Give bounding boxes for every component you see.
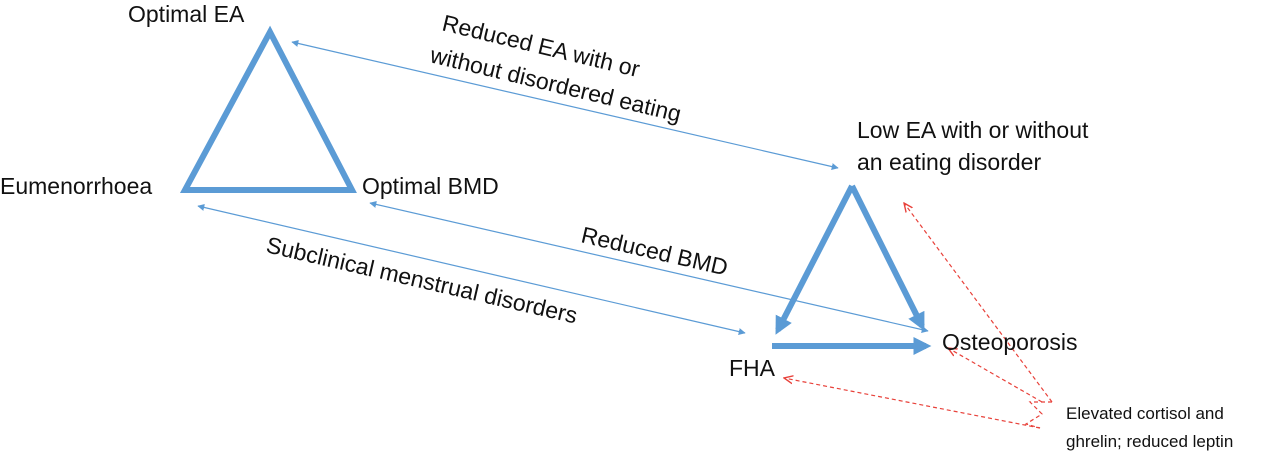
fha-label: FHA (729, 355, 776, 381)
low-ea-label-line1: Low EA with or without (857, 117, 1089, 143)
hormone-label-line2: ghrelin; reduced leptin (1066, 432, 1233, 451)
hormone-to-fha-arrow (784, 378, 1041, 429)
subclinical-label: Subclinical menstrual disorders (264, 232, 580, 329)
hormone-to-low-ea-arrow (904, 203, 1053, 403)
reduced-ea-arrow (291, 40, 839, 170)
eumenorrhoea-label: Eumenorrhoea (0, 173, 152, 199)
low-ea-label-line2: an eating disorder (857, 149, 1041, 175)
hormone-to-osteoporosis-arrow (948, 348, 1043, 403)
osteoporosis-label: Osteoporosis (942, 329, 1078, 355)
ea-to-fha-edge (775, 184, 855, 335)
disorder-triangle (772, 184, 932, 355)
hormone-zigzag (1024, 401, 1052, 429)
hormone-label-line1: Elevated cortisol and (1066, 404, 1224, 423)
optimal-bmd-label: Optimal BMD (362, 173, 499, 199)
optimal-ea-label: Optimal EA (128, 1, 245, 27)
subclinical-arrow (197, 204, 746, 335)
ea-to-osteoporosis-edge (849, 184, 925, 331)
optimal-triangle (179, 25, 357, 193)
reduced-bmd-arrow (369, 200, 929, 334)
reduced-bmd-label: Reduced BMD (579, 222, 731, 281)
